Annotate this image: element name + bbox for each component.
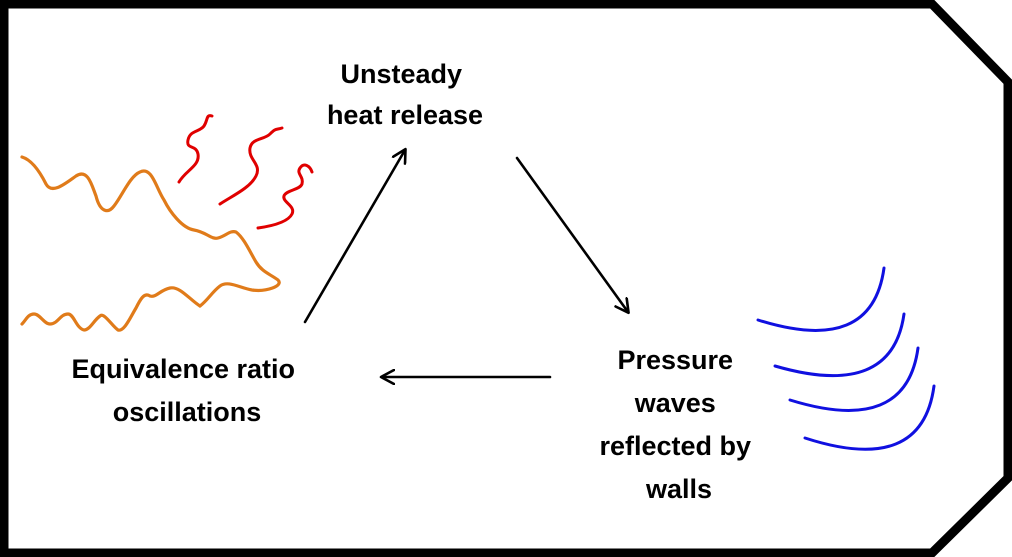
pressure-wave-arc-2	[773, 312, 906, 378]
heat-squiggle-3	[256, 163, 314, 230]
heat-release-line-1: Unsteady	[340, 59, 462, 89]
equivalence-ratio-line-1: Equivalence ratio	[71, 354, 295, 384]
feedback-arrows	[303, 150, 628, 377]
node-pressure-waves-label: Pressure waves reflected by walls	[599, 345, 758, 504]
heat-squiggle-2	[218, 126, 284, 206]
pressure-wave-arcs	[756, 266, 936, 451]
arrow-equivalence-to-heat	[303, 150, 405, 324]
heat-squiggle-1	[177, 114, 214, 184]
equivalence-ratio-line-2: oscillations	[113, 397, 262, 427]
pressure-waves-line-2: waves	[634, 388, 716, 418]
flame-front-lower	[20, 286, 202, 332]
node-heat-release-label: Unsteady heat release	[327, 59, 483, 130]
heat-release-line-2: heat release	[327, 100, 483, 130]
pressure-wave-arc-4	[803, 384, 936, 451]
heat-release-squiggles	[177, 114, 314, 230]
pressure-wave-arc-1	[756, 266, 886, 332]
pressure-waves-line-4: walls	[645, 474, 712, 504]
arrow-heat-to-pressure	[515, 156, 628, 312]
node-equivalence-ratio-label: Equivalence ratio oscillations	[71, 354, 302, 427]
pressure-waves-line-1: Pressure	[617, 345, 733, 375]
pressure-wave-arc-3	[788, 346, 920, 412]
flame-front-lines	[20, 155, 281, 332]
pressure-waves-line-3: reflected by	[599, 431, 751, 461]
flame-front-upper	[20, 155, 281, 308]
